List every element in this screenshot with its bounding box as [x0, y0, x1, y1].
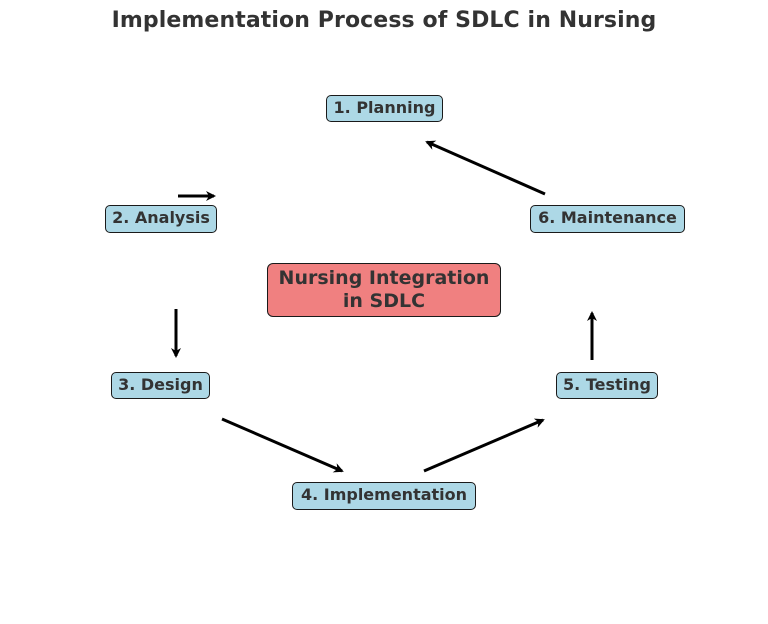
- node-design: 3. Design: [111, 372, 210, 399]
- node-implementation: 4. Implementation: [292, 482, 476, 510]
- center-label-line1: Nursing Integration: [278, 267, 490, 289]
- node-planning: 1. Planning: [326, 95, 443, 122]
- node-label: 3. Design: [118, 375, 203, 394]
- node-label: 4. Implementation: [300, 485, 468, 504]
- arrow-implementation-to-testing: [423, 418, 545, 473]
- diagram-title: Implementation Process of SDLC in Nursin…: [111, 8, 657, 33]
- node-analysis: 2. Analysis: [105, 205, 217, 233]
- arrow-design-to-implementation: [221, 417, 344, 473]
- node-testing: 5. Testing: [556, 372, 658, 399]
- node-label: 6. Maintenance: [538, 208, 677, 227]
- node-label: 1. Planning: [333, 98, 436, 117]
- node-label: 5. Testing: [563, 375, 651, 394]
- arrow-maintenance-to-planning: [425, 140, 546, 196]
- node-label: 2. Analysis: [112, 208, 210, 227]
- node-maintenance: 6. Maintenance: [530, 205, 685, 233]
- center-node: Nursing Integration in SDLC: [267, 263, 501, 317]
- center-label-line2: in SDLC: [342, 290, 426, 312]
